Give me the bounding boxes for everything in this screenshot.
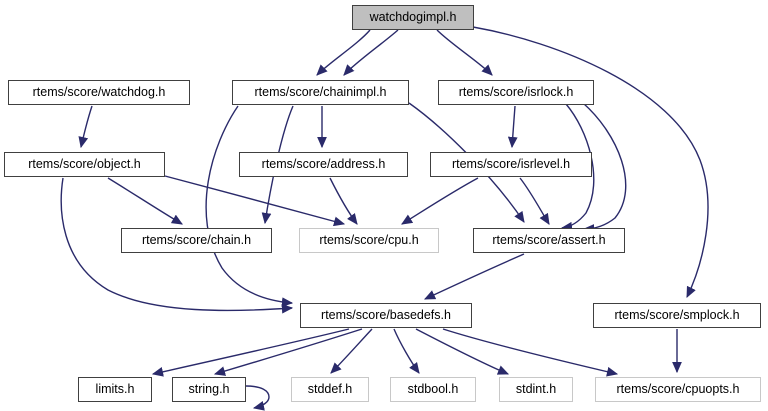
graph-node-label: rtems/score/chainimpl.h <box>254 85 387 100</box>
graph-node-limits[interactable]: limits.h <box>78 377 152 402</box>
graph-node-label: rtems/score/isrlock.h <box>458 85 574 100</box>
graph-node-chainimpl[interactable]: rtems/score/chainimpl.h <box>232 80 409 105</box>
graph-node-label: rtems/score/basedefs.h <box>321 308 451 323</box>
graph-edge-basedefs-to-string <box>213 328 363 376</box>
graph-node-label: string.h <box>188 382 230 397</box>
graph-node-label: rtems/score/smplock.h <box>614 308 740 323</box>
graph-node-cpuopts[interactable]: rtems/score/cpuopts.h <box>595 377 761 402</box>
graph-node-stdbool[interactable]: stdbool.h <box>390 377 476 402</box>
graph-edge-isrlock-to-isrlevel <box>507 105 518 149</box>
graph-node-cpu[interactable]: rtems/score/cpu.h <box>299 228 439 253</box>
graph-edge-watchdogimpl-to-chainimpl <box>343 29 399 76</box>
graph-edge-basedefs-to-stddef <box>330 328 373 374</box>
graph-edge-basedefs-to-stdbool <box>393 328 420 374</box>
graph-edge-watchdogimpl-to-watchdog <box>316 29 371 76</box>
graph-node-label: rtems/score/watchdog.h <box>32 85 166 100</box>
graph-node-address[interactable]: rtems/score/address.h <box>239 152 408 177</box>
graph-node-watchdog[interactable]: rtems/score/watchdog.h <box>8 80 190 105</box>
graph-edge-watchdogimpl-to-isrlock <box>436 29 493 76</box>
graph-node-label: rtems/score/isrlevel.h <box>451 157 571 172</box>
graph-edge-object-to-cpu <box>164 175 346 227</box>
graph-edge-isrlevel-to-assert <box>519 177 550 225</box>
graph-node-label: stddef.h <box>307 382 353 397</box>
graph-node-assert[interactable]: rtems/score/assert.h <box>473 228 625 253</box>
graph-node-label: stdbool.h <box>407 382 459 397</box>
graph-node-chain[interactable]: rtems/score/chain.h <box>121 228 272 253</box>
graph-node-stddef[interactable]: stddef.h <box>291 377 369 402</box>
graph-edge-object-to-chain <box>107 177 183 225</box>
graph-edge-string-to-string <box>245 385 270 411</box>
graph-edge-assert-to-basedefs <box>423 253 525 300</box>
graph-node-isrlevel[interactable]: rtems/score/isrlevel.h <box>430 152 592 177</box>
graph-node-label: limits.h <box>95 382 135 397</box>
graph-node-basedefs[interactable]: rtems/score/basedefs.h <box>300 303 472 328</box>
graph-node-label: rtems/score/cpu.h <box>319 233 419 248</box>
graph-node-isrlock[interactable]: rtems/score/isrlock.h <box>438 80 594 105</box>
graph-node-stdint[interactable]: stdint.h <box>499 377 573 402</box>
graph-edge-address-to-cpu <box>329 177 358 225</box>
graph-edge-isrlevel-to-cpu <box>401 177 479 225</box>
graph-node-label: rtems/score/cpuopts.h <box>616 382 740 397</box>
graph-edge-watchdog-to-object <box>78 105 93 149</box>
graph-node-watchdogimpl[interactable]: watchdogimpl.h <box>352 5 474 30</box>
graph-node-label: rtems/score/object.h <box>28 157 141 172</box>
graph-node-label: rtems/score/chain.h <box>141 233 252 248</box>
graph-node-label: watchdogimpl.h <box>369 10 457 25</box>
graph-node-smplock[interactable]: rtems/score/smplock.h <box>593 303 761 328</box>
graph-edge-chainimpl-to-basedefs <box>205 105 294 308</box>
graph-node-label: stdint.h <box>515 382 557 397</box>
graph-edge-basedefs-to-cpuopts <box>442 328 619 377</box>
graph-node-string[interactable]: string.h <box>172 377 246 402</box>
graph-node-label: rtems/score/assert.h <box>492 233 606 248</box>
graph-node-label: rtems/score/address.h <box>261 157 386 172</box>
graph-node-object[interactable]: rtems/score/object.h <box>4 152 165 177</box>
graph-edge-basedefs-to-stdint <box>415 328 510 375</box>
graph-edge-basedefs-to-limits <box>151 328 350 377</box>
